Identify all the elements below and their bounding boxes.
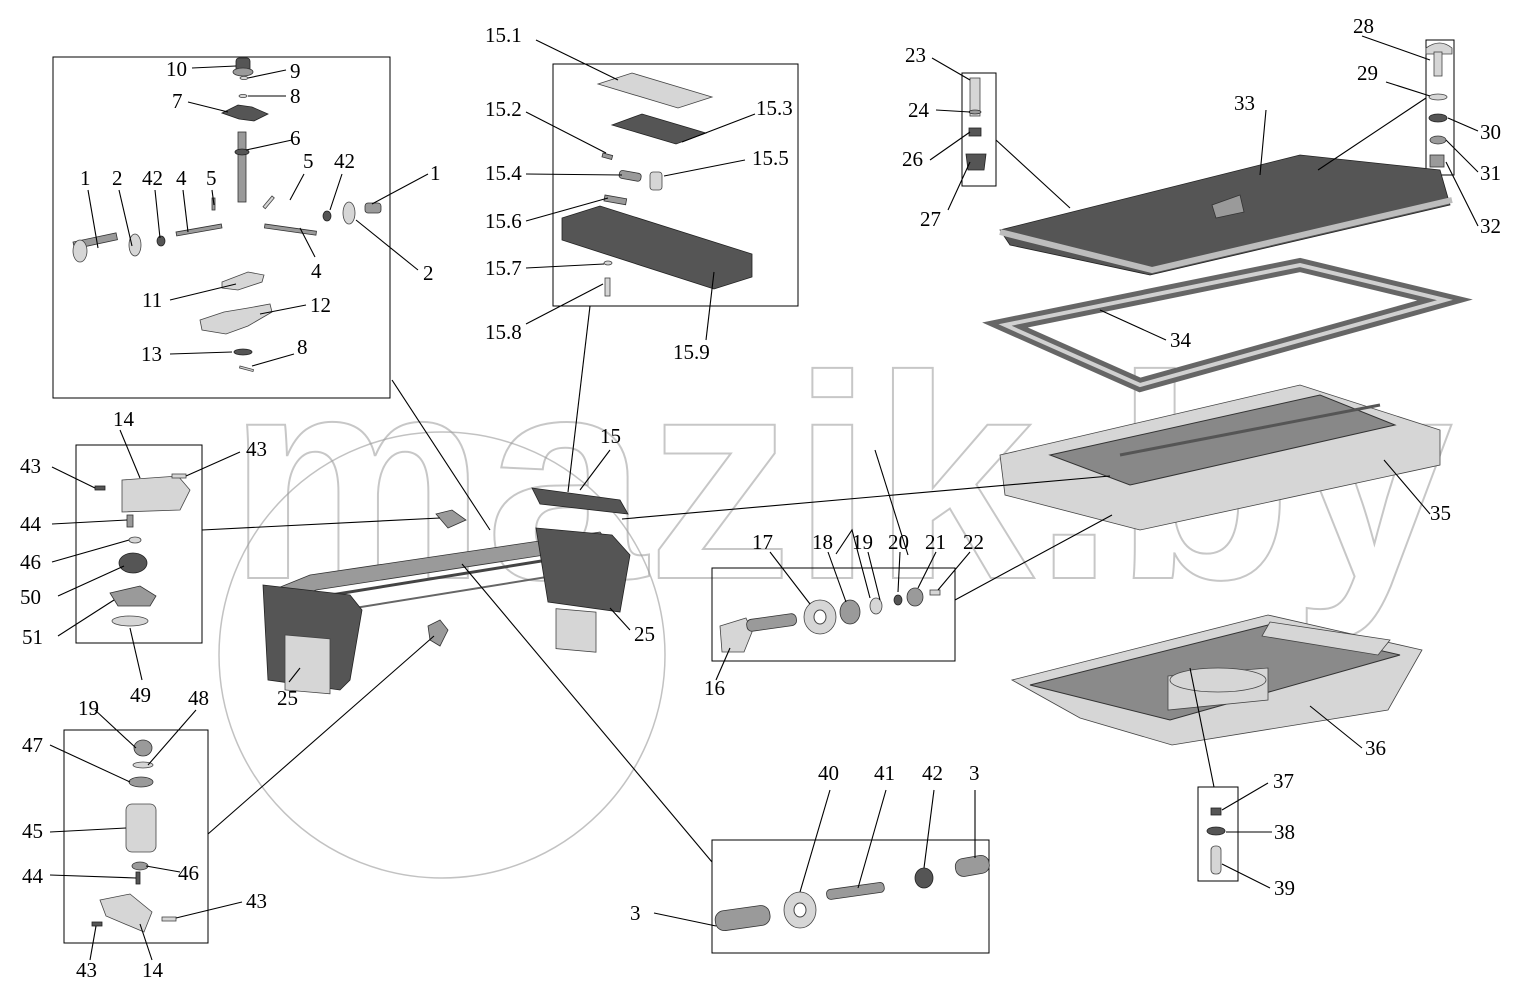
callout-43: 43 (20, 454, 41, 478)
callout-1: 1 (80, 166, 91, 190)
callout-51: 51 (22, 625, 43, 649)
callout-42: 42 (142, 166, 163, 190)
callout-47: 47 (22, 733, 43, 757)
callout-8: 8 (290, 84, 301, 108)
callout-49: 49 (130, 683, 151, 707)
inset-box-fasteners-37-39 (1197, 786, 1239, 882)
watermark-circle (218, 431, 666, 879)
callout-42: 42 (922, 761, 943, 785)
callout-27: 27 (920, 207, 941, 231)
callout-33: 33 (1234, 91, 1255, 115)
callout-13: 13 (141, 342, 162, 366)
inset-box-shaft-3 (711, 839, 990, 954)
main-frame-assembly (262, 487, 631, 695)
callout-46: 46 (178, 861, 199, 885)
callout-15-3: 15.3 (756, 96, 793, 120)
callout-37: 37 (1273, 769, 1294, 793)
callout-17: 17 (752, 530, 773, 554)
callout-6: 6 (290, 126, 301, 150)
callout-20: 20 (888, 530, 909, 554)
callout-22: 22 (963, 530, 984, 554)
callout-45: 45 (22, 819, 43, 843)
callout-25: 25 (277, 686, 298, 710)
callout-25: 25 (634, 622, 655, 646)
callout-15-7: 15.7 (485, 256, 522, 280)
callout-19: 19 (78, 696, 99, 720)
callout-3: 3 (630, 901, 641, 925)
lever-14-top-parts (94, 473, 191, 627)
inset-box-lever-14-bottom (63, 729, 209, 944)
callout-15: 15 (600, 424, 621, 448)
bolt-16-parts (719, 587, 941, 653)
callout-16: 16 (704, 676, 725, 700)
callout-2: 2 (423, 261, 434, 285)
callout-15-5: 15.5 (752, 146, 789, 170)
callout-5: 5 (206, 166, 217, 190)
callout-43: 43 (76, 958, 97, 982)
callout-12: 12 (310, 293, 331, 317)
inset-box-bracket-15 (552, 63, 799, 307)
right-side-parts (965, 42, 1473, 875)
leader-lines (49, 35, 1479, 961)
callout-48: 48 (188, 686, 209, 710)
callout-44: 44 (22, 864, 44, 888)
shaft-3-parts (714, 854, 990, 932)
callout-14: 14 (142, 958, 164, 982)
callout-8: 8 (297, 335, 308, 359)
callout-32: 32 (1480, 214, 1501, 238)
callout-10: 10 (166, 57, 187, 81)
pivot-assembly-parts (72, 57, 382, 373)
callout-24: 24 (908, 98, 930, 122)
callout-5: 5 (303, 149, 314, 173)
callout-4: 4 (311, 259, 322, 283)
callout-31: 31 (1480, 161, 1501, 185)
callout-42: 42 (334, 149, 355, 173)
callout-15-6: 15.6 (485, 209, 522, 233)
callout-labels: 10 9 8 7 6 1 2 42 4 5 5 42 1 4 2 11 12 1… (20, 14, 1501, 982)
callout-15-2: 15.2 (485, 97, 522, 121)
callout-15-9: 15.9 (673, 340, 710, 364)
callout-21: 21 (925, 530, 946, 554)
callout-14: 14 (113, 407, 135, 431)
callout-15-1: 15.1 (485, 23, 522, 47)
inset-box-lever-14-top (75, 444, 203, 644)
callout-46: 46 (20, 550, 41, 574)
callout-40: 40 (818, 761, 839, 785)
callout-34: 34 (1170, 328, 1192, 352)
callout-7: 7 (172, 89, 183, 113)
callout-30: 30 (1480, 120, 1501, 144)
callout-26: 26 (902, 147, 923, 171)
bracket-15-parts (561, 72, 753, 297)
callout-41: 41 (874, 761, 895, 785)
callout-50: 50 (20, 585, 41, 609)
inset-box-fasteners-23-27 (961, 72, 997, 187)
callout-39: 39 (1274, 876, 1295, 900)
callout-23: 23 (905, 43, 926, 67)
callout-11: 11 (142, 288, 162, 312)
callout-28: 28 (1353, 14, 1374, 38)
lever-14-bottom-parts (91, 739, 177, 933)
callout-43: 43 (246, 437, 267, 461)
callout-4: 4 (176, 166, 187, 190)
callout-36: 36 (1365, 736, 1386, 760)
callout-1: 1 (430, 161, 441, 185)
callout-2: 2 (112, 166, 123, 190)
callout-15-4: 15.4 (485, 161, 522, 185)
callout-19: 19 (852, 530, 873, 554)
callout-15-8: 15.8 (485, 320, 522, 344)
callout-9: 9 (290, 59, 301, 83)
callout-43: 43 (246, 889, 267, 913)
callout-3: 3 (969, 761, 980, 785)
inset-box-pivot-assembly (52, 56, 391, 399)
callout-38: 38 (1274, 820, 1295, 844)
callout-29: 29 (1357, 61, 1378, 85)
callout-44: 44 (20, 512, 42, 536)
callout-35: 35 (1430, 501, 1451, 525)
callout-18: 18 (812, 530, 833, 554)
